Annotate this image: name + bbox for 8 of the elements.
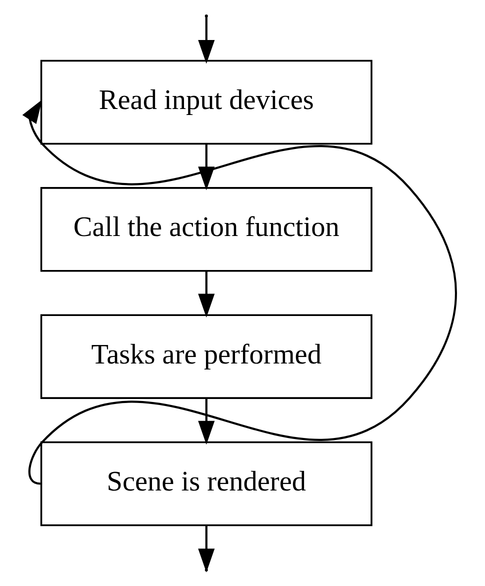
node-box: Tasks are performed <box>40 314 372 399</box>
arrow <box>198 270 215 318</box>
arrow <box>198 398 215 445</box>
node-box: Scene is rendered <box>40 441 372 526</box>
arrow <box>22 100 457 485</box>
node-box: Call the action function <box>40 187 372 272</box>
node-box: Read input devices <box>40 60 372 145</box>
arrow <box>198 16 215 64</box>
